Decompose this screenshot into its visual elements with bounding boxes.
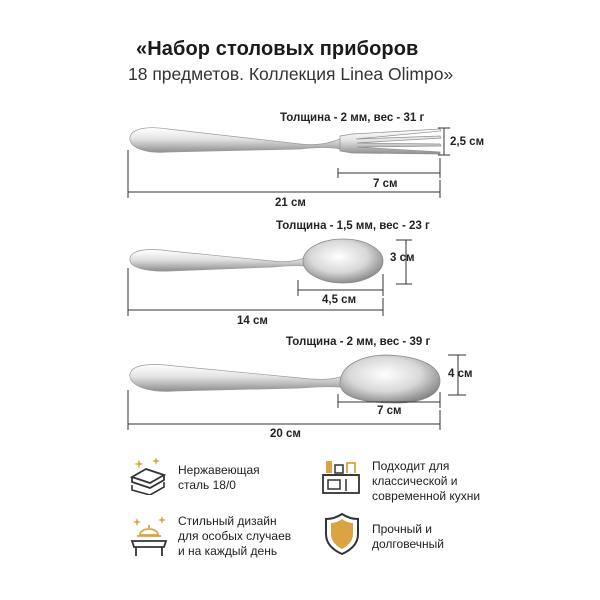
page-title: «Набор столовых приборов (136, 38, 419, 60)
steel-sheets-icon (129, 457, 167, 495)
feature-design-text: Стильный дизайн для особых случаев и на … (178, 514, 292, 558)
dining-table-icon (130, 516, 168, 556)
tablespoon-head-width: 4 см (448, 368, 473, 380)
feature-steel-text: Нержавеющая сталь 18/0 (178, 463, 260, 492)
fork-head-length: 7 см (373, 178, 398, 190)
fork-image (129, 127, 442, 155)
tablespoon-spec: Толщина - 2 мм, вес - 39 г (286, 336, 431, 348)
feature-durable-text: Прочный и долговечный (372, 522, 444, 551)
feature-kitchen-text: Подходит для классической и современной … (372, 459, 481, 503)
fork-spec: Толщина - 2 мм, вес - 31 г (280, 112, 425, 124)
shield-icon (325, 512, 359, 556)
page-subtitle: 18 предметов. Коллекция Linea Olimpo» (128, 64, 454, 84)
teaspoon-total-length: 14 см (237, 315, 268, 327)
teaspoon-spec: Толщина - 1,5 мм, вес - 23 г (276, 220, 430, 232)
fork-head-width: 2,5 см (450, 136, 485, 148)
tablespoon-head-length: 7 см (377, 405, 402, 417)
tablespoon-total-length: 20 см (270, 428, 301, 440)
tablespoon-image (129, 354, 441, 404)
teaspoon-head-length: 4,5 см (322, 294, 357, 306)
teaspoon-image (129, 238, 384, 284)
teaspoon-head-width: 3 см (390, 252, 415, 264)
kitchen-icon (322, 461, 360, 494)
fork-total-length: 21 см (275, 197, 306, 209)
